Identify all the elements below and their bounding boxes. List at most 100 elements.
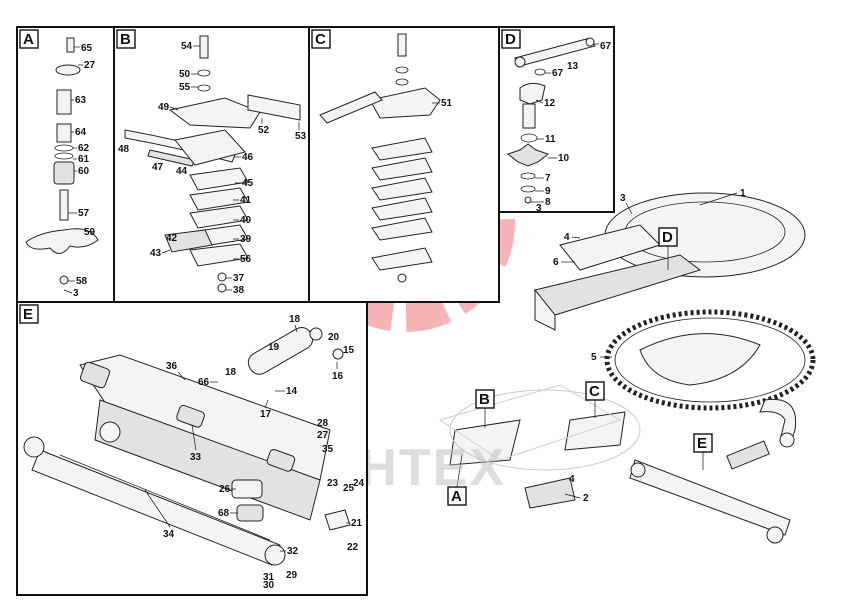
svg-text:34: 34 <box>163 529 175 540</box>
svg-text:61: 61 <box>78 154 90 165</box>
svg-text:64: 64 <box>75 127 87 138</box>
panel-e-label: E <box>19 304 39 324</box>
svg-text:32: 32 <box>287 546 299 557</box>
svg-text:19: 19 <box>268 342 280 353</box>
svg-text:66: 66 <box>198 377 210 388</box>
svg-text:55: 55 <box>179 82 191 93</box>
svg-text:3: 3 <box>73 288 79 299</box>
panel-d-label: D <box>501 29 521 49</box>
svg-text:B: B <box>479 391 490 408</box>
svg-text:27: 27 <box>317 430 329 441</box>
svg-text:40: 40 <box>240 215 252 226</box>
svg-text:12: 12 <box>544 98 556 109</box>
overview-tag-a: A <box>447 454 467 506</box>
overview-callouts: 1 2 3 4 4 5 6 <box>553 188 746 504</box>
svg-text:52: 52 <box>258 125 270 136</box>
panel-b-label: B <box>116 29 136 49</box>
svg-text:18: 18 <box>289 314 301 325</box>
svg-text:B: B <box>120 31 131 48</box>
svg-text:14: 14 <box>286 386 298 397</box>
svg-text:20: 20 <box>328 332 340 343</box>
callout: 1 <box>740 188 746 199</box>
svg-text:59: 59 <box>84 227 96 238</box>
svg-text:29: 29 <box>286 570 298 581</box>
callout: 2 <box>583 493 589 504</box>
svg-text:33: 33 <box>190 452 202 463</box>
svg-text:41: 41 <box>240 195 252 206</box>
svg-text:49: 49 <box>158 102 170 113</box>
svg-text:58: 58 <box>76 276 88 287</box>
svg-text:C: C <box>589 383 600 400</box>
panel-a-label: A <box>19 29 39 49</box>
overview-tag-d: D <box>658 227 678 270</box>
callout: 4 <box>569 474 575 485</box>
svg-text:43: 43 <box>150 248 162 259</box>
callout: 3 <box>620 193 626 204</box>
svg-text:23: 23 <box>327 478 339 489</box>
svg-text:60: 60 <box>78 166 90 177</box>
panel-e-drawing <box>23 327 351 566</box>
svg-text:9: 9 <box>545 186 551 197</box>
svg-text:30: 30 <box>263 580 275 591</box>
overview-tag-e: E <box>693 433 713 470</box>
panel-c-label: C <box>311 29 331 49</box>
svg-text:57: 57 <box>78 208 90 219</box>
svg-text:22: 22 <box>347 542 359 553</box>
svg-text:15: 15 <box>343 345 355 356</box>
panel-a-callouts: 65 27 63 64 62 61 60 57 59 58 3 <box>63 43 96 299</box>
svg-text:62: 62 <box>78 143 90 154</box>
panel-b-callouts: 54 50 55 49 52 53 48 47 44 46 45 41 40 3… <box>118 41 307 296</box>
panel-d-drawing <box>506 37 596 204</box>
svg-text:54: 54 <box>181 41 193 52</box>
svg-text:16: 16 <box>332 371 344 382</box>
overview-assembly <box>438 192 816 544</box>
svg-text:18: 18 <box>225 367 237 378</box>
svg-text:A: A <box>23 31 34 48</box>
svg-text:36: 36 <box>166 361 178 372</box>
svg-text:C: C <box>315 31 326 48</box>
svg-text:31: 31 <box>263 572 275 583</box>
callout: 4 <box>564 232 570 243</box>
svg-text:63: 63 <box>75 95 87 106</box>
svg-text:39: 39 <box>240 234 252 245</box>
svg-text:42: 42 <box>166 233 178 244</box>
svg-text:E: E <box>23 306 33 323</box>
overview-tag-c: C <box>585 381 605 418</box>
panel-c-callouts: 51 <box>432 98 453 109</box>
svg-text:D: D <box>662 229 673 246</box>
svg-text:65: 65 <box>81 43 93 54</box>
svg-text:50: 50 <box>179 69 191 80</box>
svg-text:45: 45 <box>242 178 254 189</box>
svg-text:48: 48 <box>118 144 130 155</box>
svg-text:28: 28 <box>317 418 329 429</box>
svg-text:13: 13 <box>567 61 579 72</box>
panel-b-drawing <box>124 35 301 293</box>
svg-text:17: 17 <box>260 409 272 420</box>
svg-text:21: 21 <box>351 518 363 529</box>
panel-c-drawing <box>319 33 441 283</box>
panel-a-drawing <box>25 37 99 285</box>
callout: 5 <box>591 352 597 363</box>
svg-text:25: 25 <box>343 483 355 494</box>
panel-d-callouts: 67 13 67 12 11 10 7 9 8 3 <box>531 41 612 214</box>
svg-text:E: E <box>697 435 707 452</box>
svg-text:51: 51 <box>441 98 453 109</box>
svg-text:11: 11 <box>545 134 556 145</box>
svg-text:24: 24 <box>353 478 365 489</box>
svg-text:67: 67 <box>600 41 612 52</box>
overview-tag-b: B <box>475 389 495 428</box>
svg-text:38: 38 <box>233 285 245 296</box>
svg-text:44: 44 <box>176 166 188 177</box>
svg-text:67: 67 <box>552 68 564 79</box>
svg-text:26: 26 <box>219 484 231 495</box>
svg-text:7: 7 <box>545 173 551 184</box>
callout: 6 <box>553 257 559 268</box>
svg-text:10: 10 <box>558 153 570 164</box>
svg-text:D: D <box>505 31 516 48</box>
svg-text:27: 27 <box>84 60 96 71</box>
svg-text:3: 3 <box>536 203 542 214</box>
svg-text:68: 68 <box>218 508 230 519</box>
svg-text:46: 46 <box>242 152 254 163</box>
beam <box>534 254 702 316</box>
